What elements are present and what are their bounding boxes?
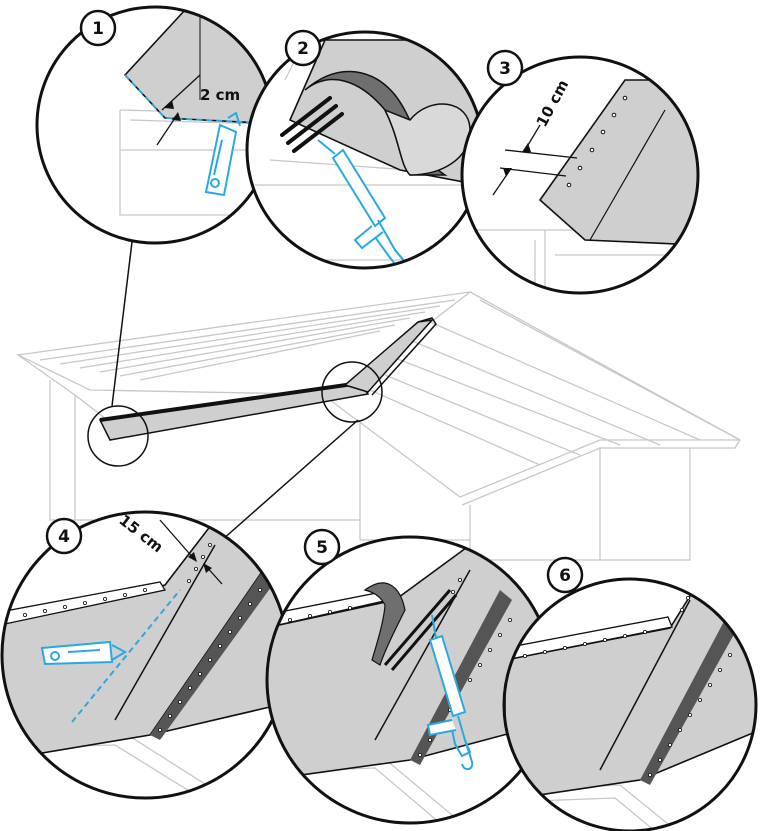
step-number-3: 3 — [499, 59, 511, 79]
step-badge-1: 1 — [79, 9, 117, 47]
step-1-detail — [35, 5, 275, 245]
step-badge-4: 4 — [45, 517, 83, 555]
valley-membrane-strip — [343, 317, 437, 396]
step-3-detail — [460, 55, 700, 295]
step-number-2: 2 — [297, 39, 309, 59]
utility-knife-icon — [40, 640, 128, 666]
step-5-detail — [265, 535, 555, 825]
utility-knife-icon — [204, 111, 241, 197]
callout-leaders — [87, 241, 383, 541]
step-4-detail — [0, 510, 290, 800]
step-2-detail — [245, 30, 485, 270]
step-number-5: 5 — [316, 538, 328, 558]
measurement-label-step-1: 2 cm — [200, 86, 240, 104]
gutter-membrane-strip — [98, 381, 370, 441]
step-badge-6: 6 — [546, 556, 584, 594]
step-number-4: 4 — [58, 527, 70, 547]
house-illustration — [15, 291, 741, 561]
step-badge-3: 3 — [486, 49, 524, 87]
step-6-detail — [502, 577, 758, 831]
step-number-1: 1 — [92, 19, 104, 39]
callout-circle-gutter — [87, 405, 149, 467]
step-number-6: 6 — [559, 566, 571, 586]
callout-circle-valley — [321, 361, 383, 423]
step-badge-5: 5 — [303, 528, 341, 566]
step-badge-2: 2 — [284, 29, 322, 67]
caulking-gun-icon — [426, 614, 474, 770]
